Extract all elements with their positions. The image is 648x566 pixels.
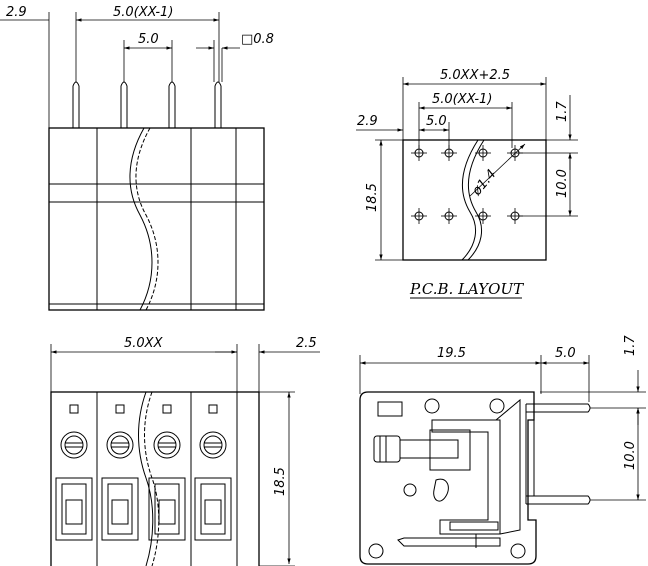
pcb-holes [411,145,523,224]
pcb-dim-offset: 2.9 [357,114,378,129]
front-body [48,127,265,311]
terminal [148,404,186,541]
screw-head [373,435,401,463]
terminal [194,404,232,541]
pcb-dim-overall: 5.0XX+2.5 [440,68,510,83]
hole [441,145,457,161]
front-view: 2.9 5.0(XX-1) 5.0 □0.8 [0,5,274,311]
pcb-dim-height: 18.5 [365,183,380,212]
pcb-dim-pitch: 5.0 [426,114,447,129]
pcb-layout: 5.0XX+2.5 5.0(XX-1) 5.0 2.9 1.7 10.0 18.… [356,68,578,299]
side-housing [359,391,537,565]
pcb-outline [402,139,547,261]
top-dim-length: 5.0XX [124,336,164,351]
top-dim-height: 18.5 [273,467,288,496]
side-dim-pin-offset: 5.0 [555,346,576,361]
pcb-dim-hole: ø1.4 [469,167,500,199]
hole [441,208,457,224]
pcb-layout-title: P.C.B. LAYOUT [409,280,524,298]
side-dim-depth: 19.5 [437,346,466,361]
break-line [129,127,153,311]
pins [72,81,222,128]
side-dim-top: 1.7 [623,335,638,356]
pcb-dim-row-spacing: 10.0 [555,169,570,198]
top-dim-end: 2.5 [296,336,317,351]
hole [475,145,491,161]
pcb-dim-pitch-total: 5.0(XX-1) [432,92,492,107]
wire-entry [377,401,403,417]
hole [475,208,491,224]
dim-pitch-label: 5.0 [138,32,159,47]
top-body [50,391,260,566]
terminal [55,404,93,541]
side-pins [525,403,591,505]
terminal [101,404,139,541]
dim-pitch-total-label: 5.0(XX-1) [113,5,173,20]
dim-offset-label: 2.9 [6,5,27,20]
pcb-dim-row-offset: 1.7 [555,101,570,122]
side-view: 19.5 5.0 1.7 10.0 [359,335,646,565]
hole [507,208,523,224]
side-dim-pin-spacing: 10.0 [623,441,638,470]
hole [411,145,427,161]
top-view: 5.0XX 2.5 18.5 [50,336,320,566]
dim-pin-label: □0.8 [241,32,274,47]
hole [411,208,427,224]
